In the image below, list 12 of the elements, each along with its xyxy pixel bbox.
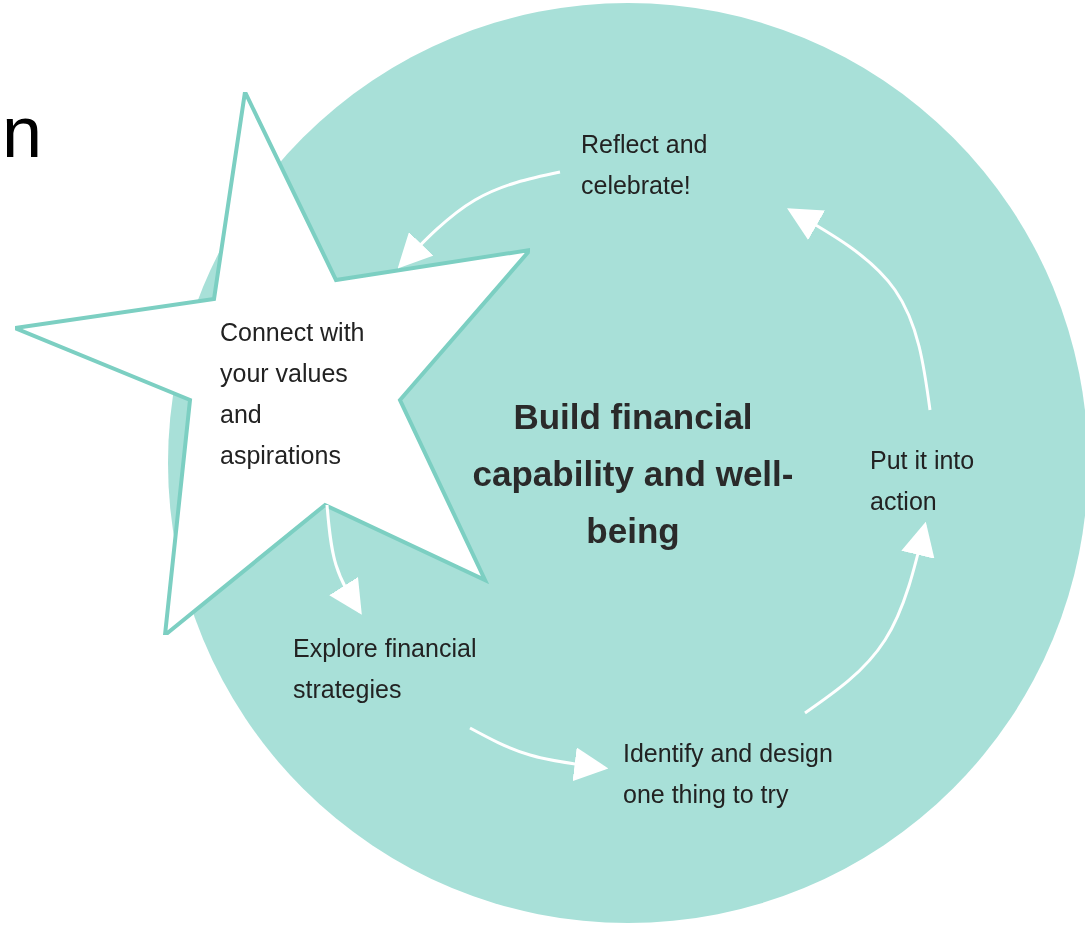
- step-text: Put it into action: [870, 445, 976, 517]
- center-title: Build financial capability and well-being: [471, 396, 795, 552]
- step-text: Connect with your values and aspirations: [220, 317, 365, 471]
- step-text: Reflect and celebrate!: [581, 129, 709, 201]
- step-text: Explore financial strategies: [293, 633, 478, 705]
- step-text: Identify and design one thing to try: [623, 738, 834, 810]
- arrow: [325, 504, 362, 615]
- heading-fragment: n: [2, 96, 43, 168]
- arrow: [397, 170, 561, 269]
- arrow: [787, 208, 932, 411]
- arrow: [804, 521, 935, 715]
- arrow: [469, 726, 609, 782]
